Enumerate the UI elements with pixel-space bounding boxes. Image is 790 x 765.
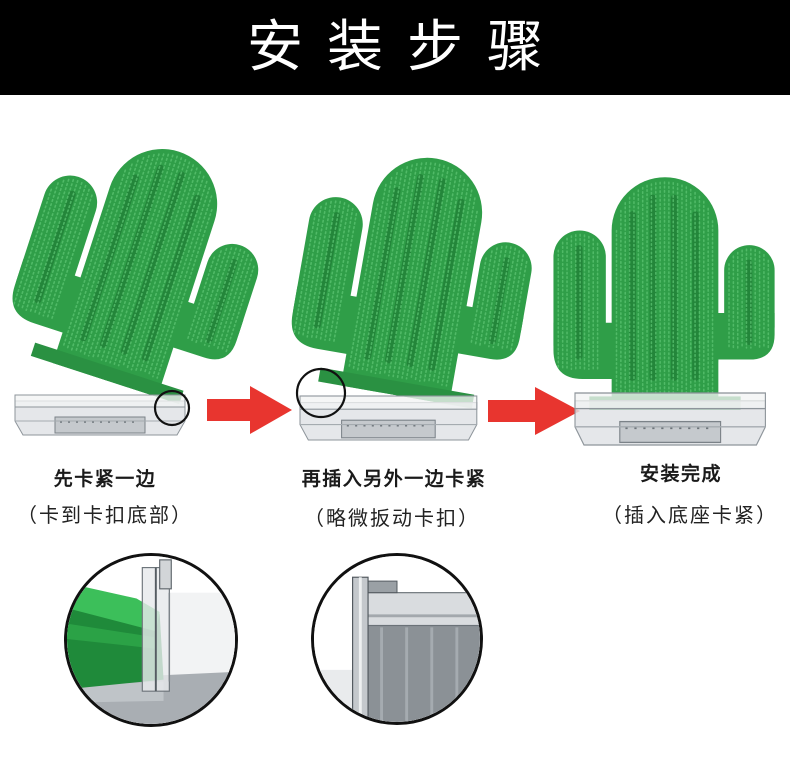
step3-base [574, 392, 767, 446]
step2-title: 再插入另外一边卡紧 [301, 468, 487, 490]
step1-zoom-detail [64, 553, 238, 727]
step3-note: （插入底座卡紧） [602, 503, 778, 527]
step3-title: 安装完成 [639, 463, 722, 485]
step1-note: （卡到卡扣底部） [17, 503, 193, 527]
step1-cactus [0, 115, 288, 416]
step1-title: 先卡紧一边 [53, 468, 157, 490]
zoom-top-bar [361, 592, 480, 627]
step3-cactus [552, 176, 776, 411]
zoom-green-sheet-highlight [67, 583, 160, 632]
step1-zoom-illustration [67, 556, 235, 724]
zoom-reflections [380, 627, 459, 722]
step2-cactus [280, 137, 549, 416]
zoom-clip-bracket [367, 580, 398, 594]
page-title: 安装步骤 [247, 15, 567, 80]
header-bar: 安装步骤 [0, 0, 790, 95]
right-arrow-icon [488, 387, 580, 435]
zoom-clip-top [159, 559, 172, 590]
step2-zoom-detail [311, 553, 483, 725]
step1-highlight-circle-icon [153, 389, 191, 427]
step1-base [14, 394, 186, 436]
zoom-acrylic-panel [169, 592, 235, 682]
step2-base [299, 395, 478, 441]
step2-zoom-illustration [314, 556, 480, 722]
step2-highlight-circle-icon [295, 367, 347, 419]
zoom-green-sheet-band [67, 623, 156, 649]
step2-note: （略微扳动卡扣） [304, 506, 480, 530]
right-arrow-icon [207, 386, 292, 434]
